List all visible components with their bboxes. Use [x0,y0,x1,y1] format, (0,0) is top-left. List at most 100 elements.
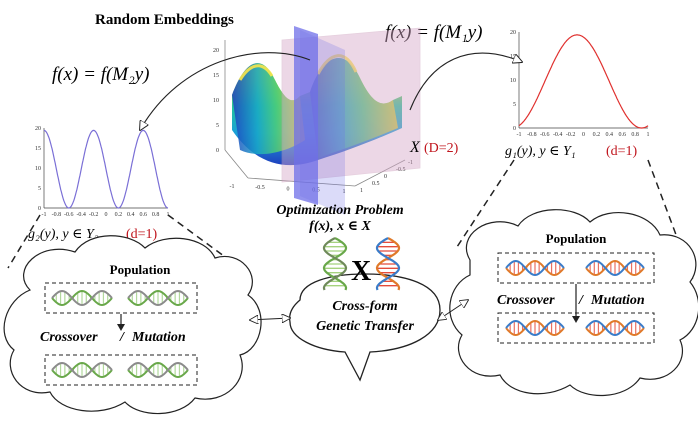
left-x-tick: 0.8 [152,212,160,218]
left-x-tick: -0.4 [76,212,86,218]
right-x-tick: 0.2 [593,132,601,138]
left-transfer-arrow [250,318,290,320]
cross-symbol: X [351,256,371,287]
formula-left: f(x) = f(M₂y) [52,64,150,85]
right-population-helices [505,259,645,277]
left-y-tick: 15 [35,146,41,152]
right-x-tick: 0.6 [618,132,626,138]
main-z-tick: 5 [216,123,219,129]
main-x-tick: 1 [343,189,346,195]
main-x-tick: 0 [287,186,290,192]
right-x-tick: -0.6 [540,132,550,138]
left-plot-label: g₂(y), y ∈ Y₂ [28,227,99,242]
right-x-tick: -1 [517,132,522,138]
dimension-label: (D=2) [424,141,459,156]
optimization-formula: f(x), x ∈ X [309,219,371,234]
right-y-tick: 10 [510,78,516,84]
domain-label: X [409,139,421,156]
transfer-line2: Genetic Transfer [316,319,414,334]
main-z-tick-labels: 0 5 10 15 20 [213,48,219,154]
main-y-tick: -0.5 [396,167,406,173]
left-population-label: Population [110,262,171,277]
right-x-tick: -0.2 [566,132,576,138]
arrow-to-right-plot [409,52,522,111]
left-x-tick: 0.4 [127,212,135,218]
right-x-tick-labels: -1 -0.8-0.6-0.4-0.2 0 0.2 0.4 0.6 0.8 1 [517,132,650,138]
left-separator: / [119,330,125,345]
optimization-caption: Optimization Problem [276,203,403,218]
surface-wave-back [310,57,398,159]
main-z-tick: 0 [216,148,219,154]
right-x-tick: -0.4 [553,132,563,138]
main-z-tick: 20 [213,48,219,54]
left-y-tick: 20 [35,126,41,132]
main-z-tick: 10 [213,98,219,104]
transfer-line1: Cross-form [332,299,397,314]
main-x-tick: -1 [230,184,235,190]
right-plot-dim: (d=1) [606,144,638,159]
right-x-tick: 0 [582,132,585,138]
left-y-tick: 0 [38,206,41,212]
left-x-tick: -0.2 [89,212,99,218]
formula-right: f(x) = f(M₁y) [385,22,483,43]
right-cloud: Population Crossover / Mutation [449,209,698,396]
left-sine-curve [43,129,169,209]
left-x-tick: -1 [42,212,47,218]
right-population-label: Population [546,231,607,246]
right-x-tick: -0.8 [527,132,537,138]
main-z-tick: 15 [213,73,219,79]
main-x-tick: -0.5 [255,185,265,191]
transfer-bubble: Cross-form Genetic Transfer [288,273,441,382]
left-y-tick: 10 [35,166,41,172]
right-plot-label: g₁(y), y ∈ Y₁ [505,144,576,159]
left-x-tick: 0.6 [139,212,147,218]
right-separator: / [578,293,584,308]
right-crossover-label: Crossover [497,293,555,308]
main-y-tick: 0.5 [372,181,380,187]
title: Random Embeddings [95,12,234,28]
left-x-tick: 0 [105,212,108,218]
left-x-tick: -0.6 [64,212,74,218]
right-y-tick: 5 [513,102,516,108]
left-projection-line-a [7,214,41,269]
right-y-tick: 0 [513,126,516,132]
right-sine-curve [518,34,649,129]
left-y-tick: 5 [38,186,41,192]
right-offspring-box [497,312,655,344]
left-mutation-label: Mutation [131,330,186,345]
left-crossover-label: Crossover [40,330,98,345]
left-x-tick-labels: -1-0.8-0.6-0.4-0.200.20.40.60.81 [42,212,170,218]
right-population-box [497,252,655,284]
left-x-tick: 0.2 [115,212,123,218]
main-y-tick: 1 [360,188,363,194]
embedding-plane-purple [294,26,318,205]
dna-helix-green-icon [322,237,348,291]
left-x-tick: -0.8 [52,212,62,218]
left-y-tick-labels: 20 15 10 5 0 [35,126,41,212]
right-x-tick: 1 [647,132,650,138]
right-mutation-label: Mutation [590,293,645,308]
left-population-helices [51,289,189,307]
right-x-tick: 0.4 [606,132,614,138]
arrow-to-left-plot [140,52,311,130]
right-projection-line-b [647,159,694,281]
left-offspring-helices [51,361,189,379]
right-transfer-arrow [438,300,468,320]
dna-cross-icon: X [322,237,401,291]
dna-helix-colored-icon [375,237,401,291]
main-y-tick: -1 [408,160,413,166]
right-projection-line-a [454,159,515,251]
right-y-tick: 20 [510,30,516,36]
left-plot-dim: (d=1) [126,227,158,242]
right-offspring-helices [505,319,645,337]
left-cloud: Population Crossover / Mutation [3,235,262,415]
right-x-tick: 0.8 [631,132,639,138]
left-plot: 20 15 10 5 0 -1 -0.8-0.6-0.4-0.2 0 0.2 0.4 0.6 0.8… [28,126,170,242]
surface-wave-front [232,63,305,155]
main-y-tick-labels: 1 0.5 0 -0.5-1 [360,160,413,194]
main-y-tick: 0 [384,174,387,180]
